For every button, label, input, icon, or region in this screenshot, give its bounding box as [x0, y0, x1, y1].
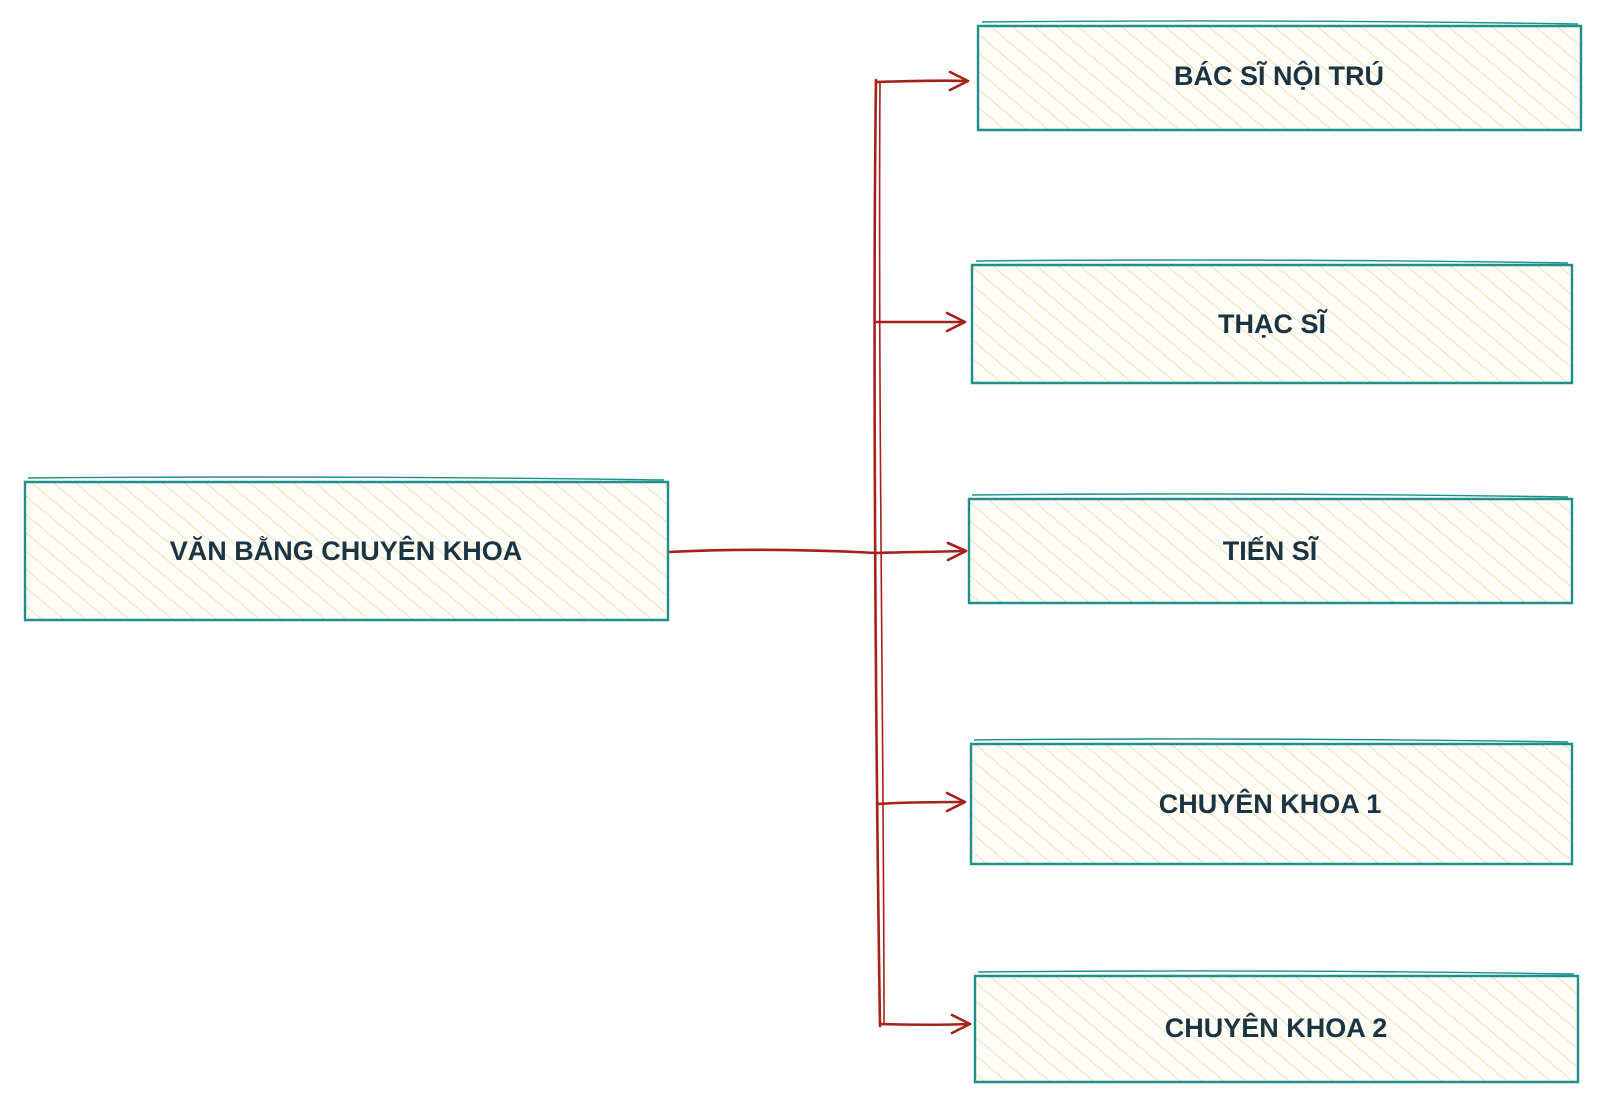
node-chuyen-khoa-1: CHUYÊN KHOA 1 — [969, 738, 1574, 866]
node-thac-si: THẠC SĨ — [970, 259, 1574, 385]
arrow-to-bac-si-noi-tru — [874, 70, 970, 92]
node-label: BÁC SĨ NỘI TRÚ — [1174, 60, 1384, 91]
connector-lines — [666, 70, 972, 1035]
node-label: THẠC SĨ — [1218, 308, 1327, 339]
node-bac-si-noi-tru: BÁC SĨ NỘI TRÚ — [976, 20, 1583, 132]
arrow-to-chuyen-khoa-2 — [878, 1013, 972, 1035]
arrow-to-thac-si — [875, 311, 967, 333]
node-label: VĂN BẰNG CHUYÊN KHOA — [170, 535, 523, 566]
arrow-to-tien-si — [874, 541, 968, 562]
node-van-bang-chuyen-khoa: VĂN BẰNG CHUYÊN KHOA — [23, 476, 670, 622]
arrow-to-chuyen-khoa-1 — [876, 791, 967, 813]
trunk-line-sketch — [878, 81, 885, 1025]
node-label: CHUYÊN KHOA 1 — [1159, 788, 1382, 819]
node-tien-si: TIẾN SĨ — [967, 493, 1574, 605]
node-chuyen-khoa-2: CHUYÊN KHOA 2 — [973, 970, 1580, 1084]
trunk-line — [873, 78, 882, 1028]
node-label: CHUYÊN KHOA 2 — [1165, 1012, 1388, 1043]
node-label: TIẾN SĨ — [1223, 535, 1319, 566]
root-to-branch-connector — [666, 548, 878, 555]
